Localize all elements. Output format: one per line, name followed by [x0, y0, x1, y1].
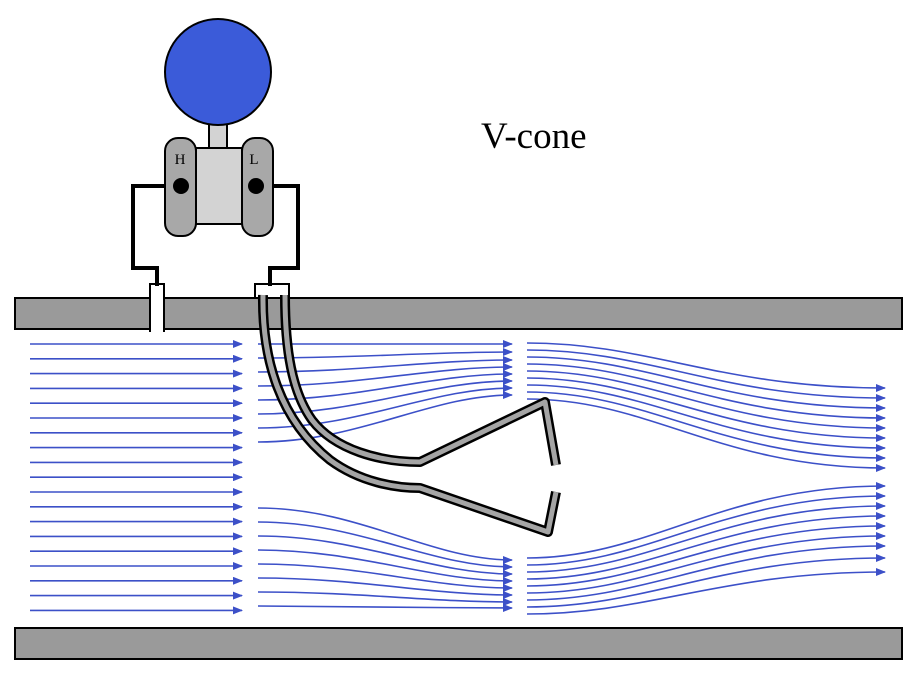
flow-line-downstream-bottom	[526, 542, 886, 601]
flow-line-approach-top	[257, 377, 513, 415]
flow-line-approach-top	[257, 348, 513, 359]
low-impulse-line	[256, 184, 300, 286]
flow-line-approach-bottom	[257, 563, 513, 592]
flow-line-downstream-top	[526, 342, 886, 392]
low-port-dot	[248, 178, 264, 194]
flow-line-downstream-top	[526, 384, 886, 452]
high-port-dot	[173, 178, 189, 194]
pipe-top-wall	[14, 297, 903, 330]
flow-line-approach-top	[257, 391, 513, 443]
flow-line-downstream-top	[526, 356, 886, 412]
flow-line-approach-bottom	[257, 507, 513, 564]
impulse-lines	[131, 184, 300, 286]
flow-line-approach-bottom	[257, 577, 513, 599]
transmitter-body	[195, 147, 243, 225]
transmitter: H L	[164, 137, 274, 237]
flow-line-approach-bottom	[257, 549, 513, 585]
flow-line-approach-bottom	[257, 591, 513, 606]
flow-line-downstream-top	[526, 398, 886, 472]
flow-line-approach-bottom	[257, 535, 513, 578]
flow-line-downstream-bottom	[526, 554, 886, 608]
flow-line-downstream-bottom	[526, 532, 886, 594]
gauge-face	[164, 18, 272, 126]
pipe-bottom-wall	[14, 627, 903, 660]
flow-line-downstream-top	[526, 370, 886, 432]
high-port-label: H	[175, 152, 186, 168]
low-port-label: L	[249, 152, 258, 168]
flow-line-downstream-top	[526, 391, 886, 462]
v-cone-element	[257, 294, 561, 537]
flow-line-approach-bottom	[257, 603, 513, 612]
flow-streamlines	[30, 340, 886, 615]
diagram-title: V-cone	[481, 116, 587, 157]
flow-line-downstream-top	[526, 349, 886, 402]
flow-line-approach-bottom	[257, 521, 513, 571]
flow-line-downstream-bottom	[526, 502, 886, 573]
flow-line-downstream-bottom	[526, 492, 886, 566]
flow-line-downstream-bottom	[526, 482, 886, 559]
pipe	[14, 283, 903, 660]
flow-line-downstream-top	[526, 363, 886, 422]
flow-line-downstream-bottom	[526, 522, 886, 587]
flow-line-downstream-bottom	[526, 512, 886, 580]
flow-line-downstream-top	[526, 377, 886, 442]
flow-line-downstream-bottom	[526, 568, 886, 615]
high-impulse-line	[131, 184, 181, 286]
